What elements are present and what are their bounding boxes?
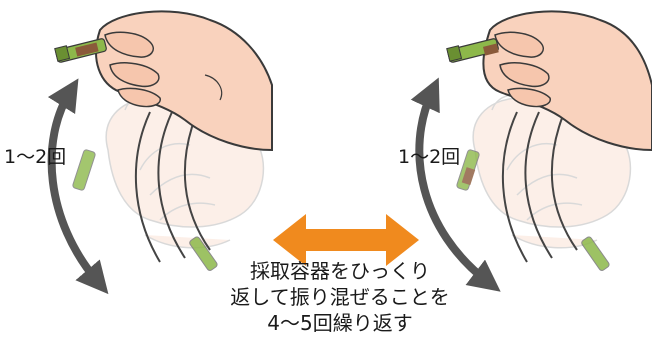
left-count-label: 1〜2回 (4, 146, 66, 168)
left-tube-bottom (189, 236, 218, 271)
left-tube-middle (72, 149, 96, 191)
caption-line-2: 返して振り混ぜることを (230, 285, 450, 309)
right-rotation-arrow (410, 77, 501, 292)
caption-line-1: 採取容器をひっくり (250, 259, 430, 283)
left-hand (95, 10, 273, 152)
right-motion-lines (501, 111, 578, 263)
left-rotation-arrow (47, 78, 109, 295)
caption-line-3: 4〜5回繰り返す (267, 311, 413, 335)
swap-arrow (273, 214, 419, 266)
right-tube-bottom (581, 236, 610, 271)
left-motion-lines (134, 111, 211, 263)
right-panel: 1〜2回 (398, 10, 652, 292)
instruction-caption: 採取容器をひっくり 返して振り混ぜることを 4〜5回繰り返す (200, 258, 480, 336)
right-tube-top (446, 38, 499, 63)
right-count-label: 1〜2回 (398, 146, 460, 168)
left-tube-top (54, 38, 107, 63)
left-panel: 1〜2回 (4, 10, 273, 295)
